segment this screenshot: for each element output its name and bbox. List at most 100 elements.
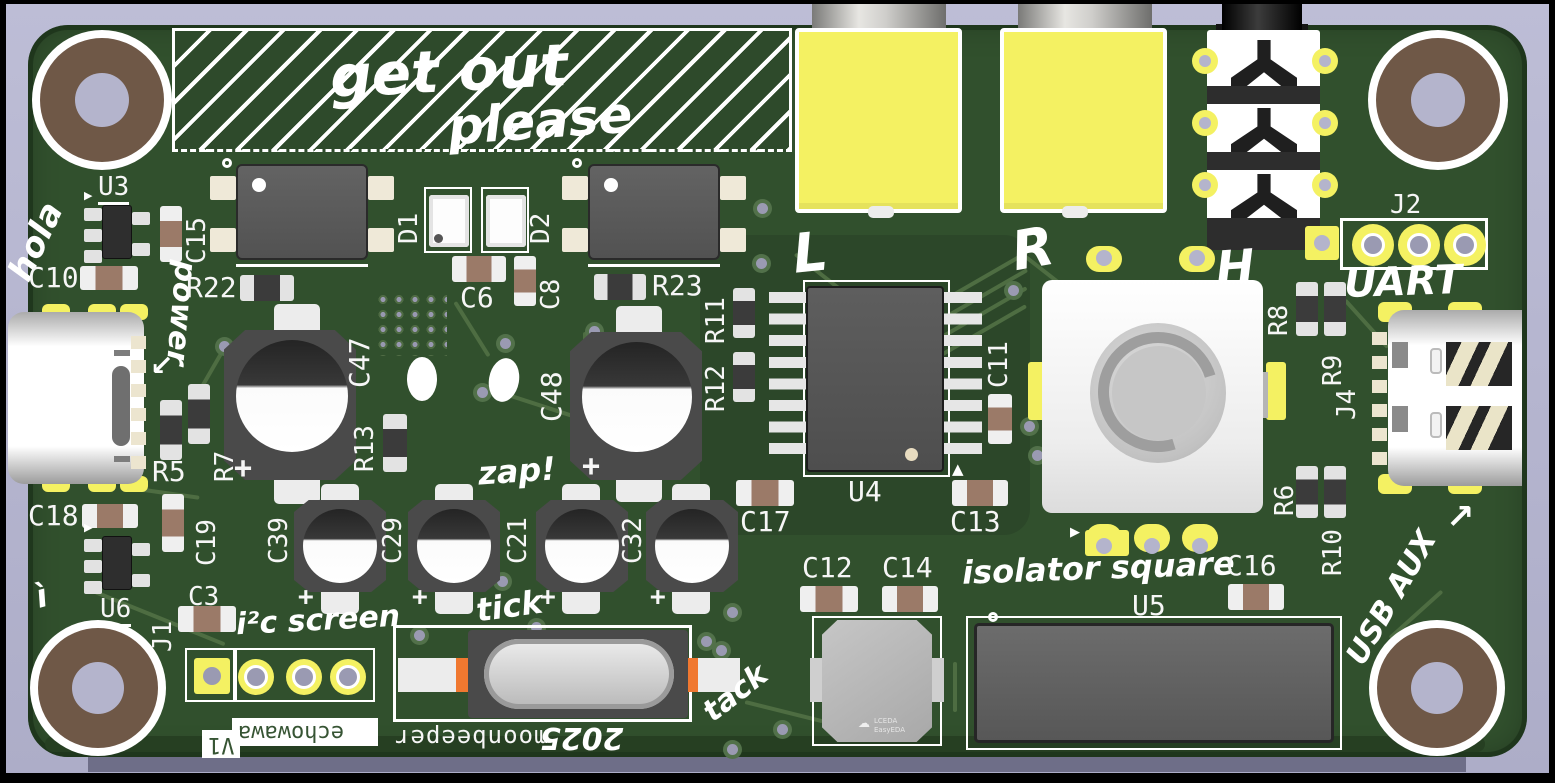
refdes-c17: C17 (740, 505, 791, 538)
resistor-r10 (1324, 466, 1346, 518)
capacitor-c13 (952, 480, 1008, 506)
j2-pad-hole (1456, 236, 1474, 254)
rca-pad (1062, 206, 1088, 218)
resistor-r9 (1324, 282, 1346, 336)
via (589, 326, 600, 337)
u3-pin1-marker: ▶ (84, 189, 93, 202)
silk-echowawa: echowawa (238, 720, 344, 745)
refdes-c8: C8 (536, 278, 566, 310)
refdes-u3: U3 (98, 174, 130, 205)
c32-top (655, 509, 729, 583)
u5-module-body (974, 623, 1334, 743)
capacitor-c11 (988, 394, 1012, 444)
hand-note-please: please (446, 85, 635, 157)
mounting-hole-bore (72, 662, 124, 714)
encoder-pin-hole (1096, 250, 1112, 266)
hand-note-zap: zap! (476, 449, 557, 493)
jack35-pad-hole (1199, 179, 1211, 191)
c21-top (545, 509, 619, 583)
u6-pad (84, 581, 102, 594)
module-logo-line2: EasyEDA (874, 726, 905, 734)
usbc-tongue (112, 366, 130, 446)
refdes-r6: R6 (1270, 484, 1300, 516)
capacitor-c18 (82, 504, 138, 528)
u5-outline (966, 616, 1342, 750)
u4-pins-left (769, 292, 807, 465)
crystal-can (484, 639, 674, 709)
silk-moonbeeper: moonbeeper (394, 724, 549, 752)
encoder-pin1-marker: ▶ (1070, 525, 1080, 540)
refdes-r5: R5 (152, 455, 186, 488)
t2-pin1-ring (572, 158, 582, 168)
refdes-c6: C6 (460, 281, 494, 314)
rca-pad (868, 206, 894, 218)
d1-outline (424, 187, 472, 253)
jack35-pad-hole (1319, 179, 1331, 191)
via (1008, 285, 1019, 296)
u4-ic-body (806, 286, 944, 472)
via-grid (375, 292, 447, 356)
resistor-r13 (383, 414, 407, 472)
hand-arrow-usb-aux: ↗ (1446, 497, 1475, 537)
via (414, 630, 425, 641)
rca-right-barrel (1018, 4, 1152, 32)
refdes-r7: R7 (210, 450, 240, 482)
resistor-r8 (1296, 282, 1318, 336)
jack35-pad-hole (1199, 55, 1211, 67)
via (500, 338, 511, 349)
c21-plus: + (540, 582, 556, 612)
refdes-c14: C14 (882, 551, 933, 584)
capacitor-c19 (162, 494, 184, 552)
via (757, 203, 768, 214)
u3-sot23-body (102, 205, 132, 259)
mounting-hole-bore (75, 73, 129, 127)
via (756, 258, 767, 269)
t1-pin1-dot (252, 178, 266, 192)
refdes-c29: C29 (378, 517, 408, 564)
via (701, 636, 712, 647)
hand-year: 2025 (540, 720, 624, 755)
refdes-c10: C10 (28, 261, 79, 294)
hand-label-i2c-screen: i²c screen (235, 598, 401, 643)
refdes-c48: C48 (535, 371, 568, 422)
via (1024, 421, 1035, 432)
j4-contact-group (1446, 406, 1512, 450)
capacitor-c15 (160, 206, 182, 262)
j1-pad-hole (247, 668, 265, 686)
refdes-c39: C39 (264, 517, 294, 564)
hand-note-tick: tick (473, 582, 545, 630)
resistor-r7 (188, 384, 210, 444)
encoder-pin-hole (1096, 538, 1112, 554)
echowawa-box (232, 718, 378, 746)
via (777, 724, 788, 735)
refdes-j4: J4 (1332, 388, 1362, 420)
capacitor-c8 (514, 256, 536, 306)
capacitor-c12 (800, 586, 858, 612)
j2-pad-hole (1364, 236, 1382, 254)
t2-pad (720, 176, 746, 200)
solder-oval (407, 357, 437, 401)
t1-pin1-ring (222, 158, 232, 168)
capacitor-c14 (882, 586, 938, 612)
j4-shell-tab (1392, 342, 1408, 368)
hatched-keepout-area (172, 28, 792, 152)
u6-pin1-marker: ▶ (84, 521, 93, 534)
refdes-r22: R22 (186, 271, 237, 304)
jack35-pad-hole (1319, 117, 1331, 129)
jack35-contact-band (1207, 86, 1320, 104)
crystal-pad-right (698, 658, 740, 692)
u6-pad (84, 539, 102, 552)
u3-pad (132, 212, 150, 225)
jack35-corner-hole (1314, 235, 1330, 251)
t2-pin1-dot (604, 178, 618, 192)
via (727, 744, 738, 755)
c29-top (417, 509, 491, 583)
t2-silk-line (588, 264, 720, 267)
mounting-hole-bore (1411, 662, 1463, 714)
via (497, 576, 508, 587)
c13-marker: ▲ (952, 460, 964, 478)
refdes-r11: R11 (701, 297, 731, 344)
u6-pad (84, 560, 102, 573)
u6-pad (132, 543, 150, 556)
